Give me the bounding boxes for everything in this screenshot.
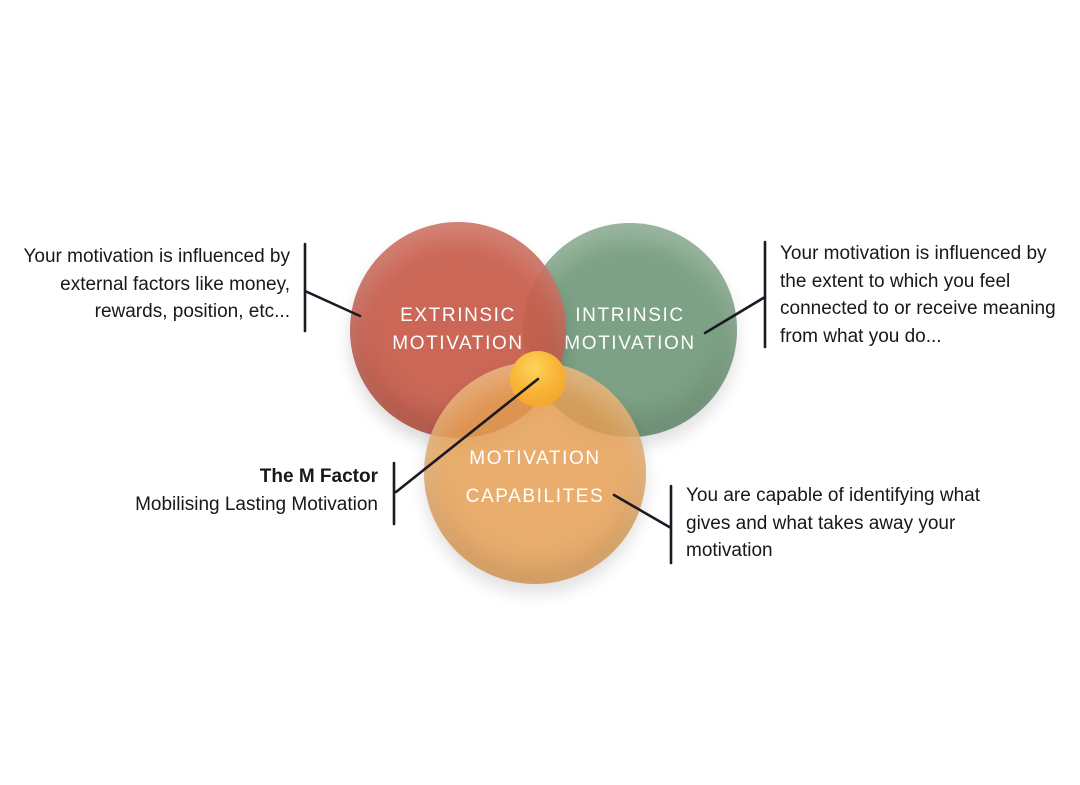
m-factor-dot: [510, 351, 566, 407]
extrinsic-annotation-line3: rewards, position, etc...: [94, 301, 290, 322]
intrinsic-annotation-line3: connected to or receive meaning: [780, 298, 1056, 319]
capabilities-annotation-line2: gives and what takes away your: [686, 512, 956, 534]
capabilities-label-line1: MOTIVATION: [469, 448, 601, 469]
capabilities-label-line2: CAPABILITES: [465, 486, 605, 507]
extrinsic-annotation-line2: external factors like money,: [60, 273, 290, 295]
m-factor-subtitle: Mobilising Lasting Motivation: [135, 493, 378, 515]
intrinsic-annotation-line2: the extent to which you feel: [780, 270, 1011, 292]
extrinsic-annotation: Your motivation is influenced by externa…: [23, 243, 290, 326]
extrinsic-label-line1: EXTRINSIC: [400, 305, 516, 326]
capabilities-annotation-line3: motivation: [686, 540, 773, 561]
intrinsic-annotation: Your motivation is influenced by the ext…: [780, 240, 1056, 350]
intrinsic-label-line1: INTRINSIC: [575, 305, 685, 326]
intrinsic-annotation-line1: Your motivation is influenced by: [780, 243, 1047, 264]
m-factor-annotation: The M Factor Mobilising Lasting Motivati…: [135, 463, 378, 518]
extrinsic-label-line2: MOTIVATION: [392, 333, 524, 354]
capabilities-annotation-line1: You are capable of identifying what: [686, 485, 981, 506]
intrinsic-annotation-line4: from what you do...: [780, 325, 942, 347]
intrinsic-label-line2: MOTIVATION: [564, 333, 696, 354]
m-factor-title: The M Factor: [259, 466, 378, 487]
capabilities-annotation: You are capable of identifying what give…: [686, 482, 980, 565]
extrinsic-annotation-line1: Your motivation is influenced by: [23, 246, 290, 267]
